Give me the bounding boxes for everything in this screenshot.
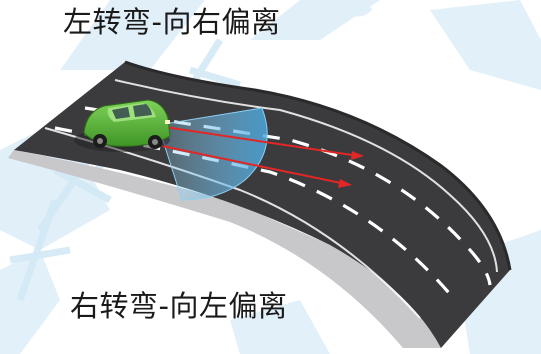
red-arrow-icon <box>161 126 364 188</box>
green-car-icon <box>74 99 171 152</box>
left-turn-label: 左转弯-向右偏离 <box>63 5 281 39</box>
lane-dash-line-2 <box>84 106 492 286</box>
right-turn-label: 右转弯-向左偏离 <box>70 289 288 323</box>
